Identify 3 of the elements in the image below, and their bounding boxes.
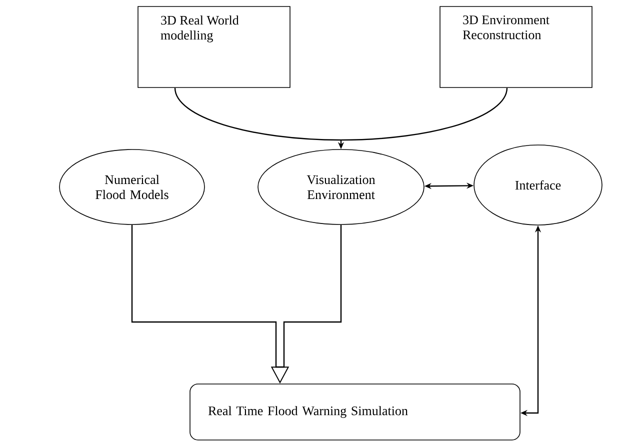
process-box: 3D Real World modelling [138,6,290,88]
process-box: 3D Environment Reconstruction [440,6,592,88]
output-box: Real Time Flood Warning Simulation [190,384,520,440]
